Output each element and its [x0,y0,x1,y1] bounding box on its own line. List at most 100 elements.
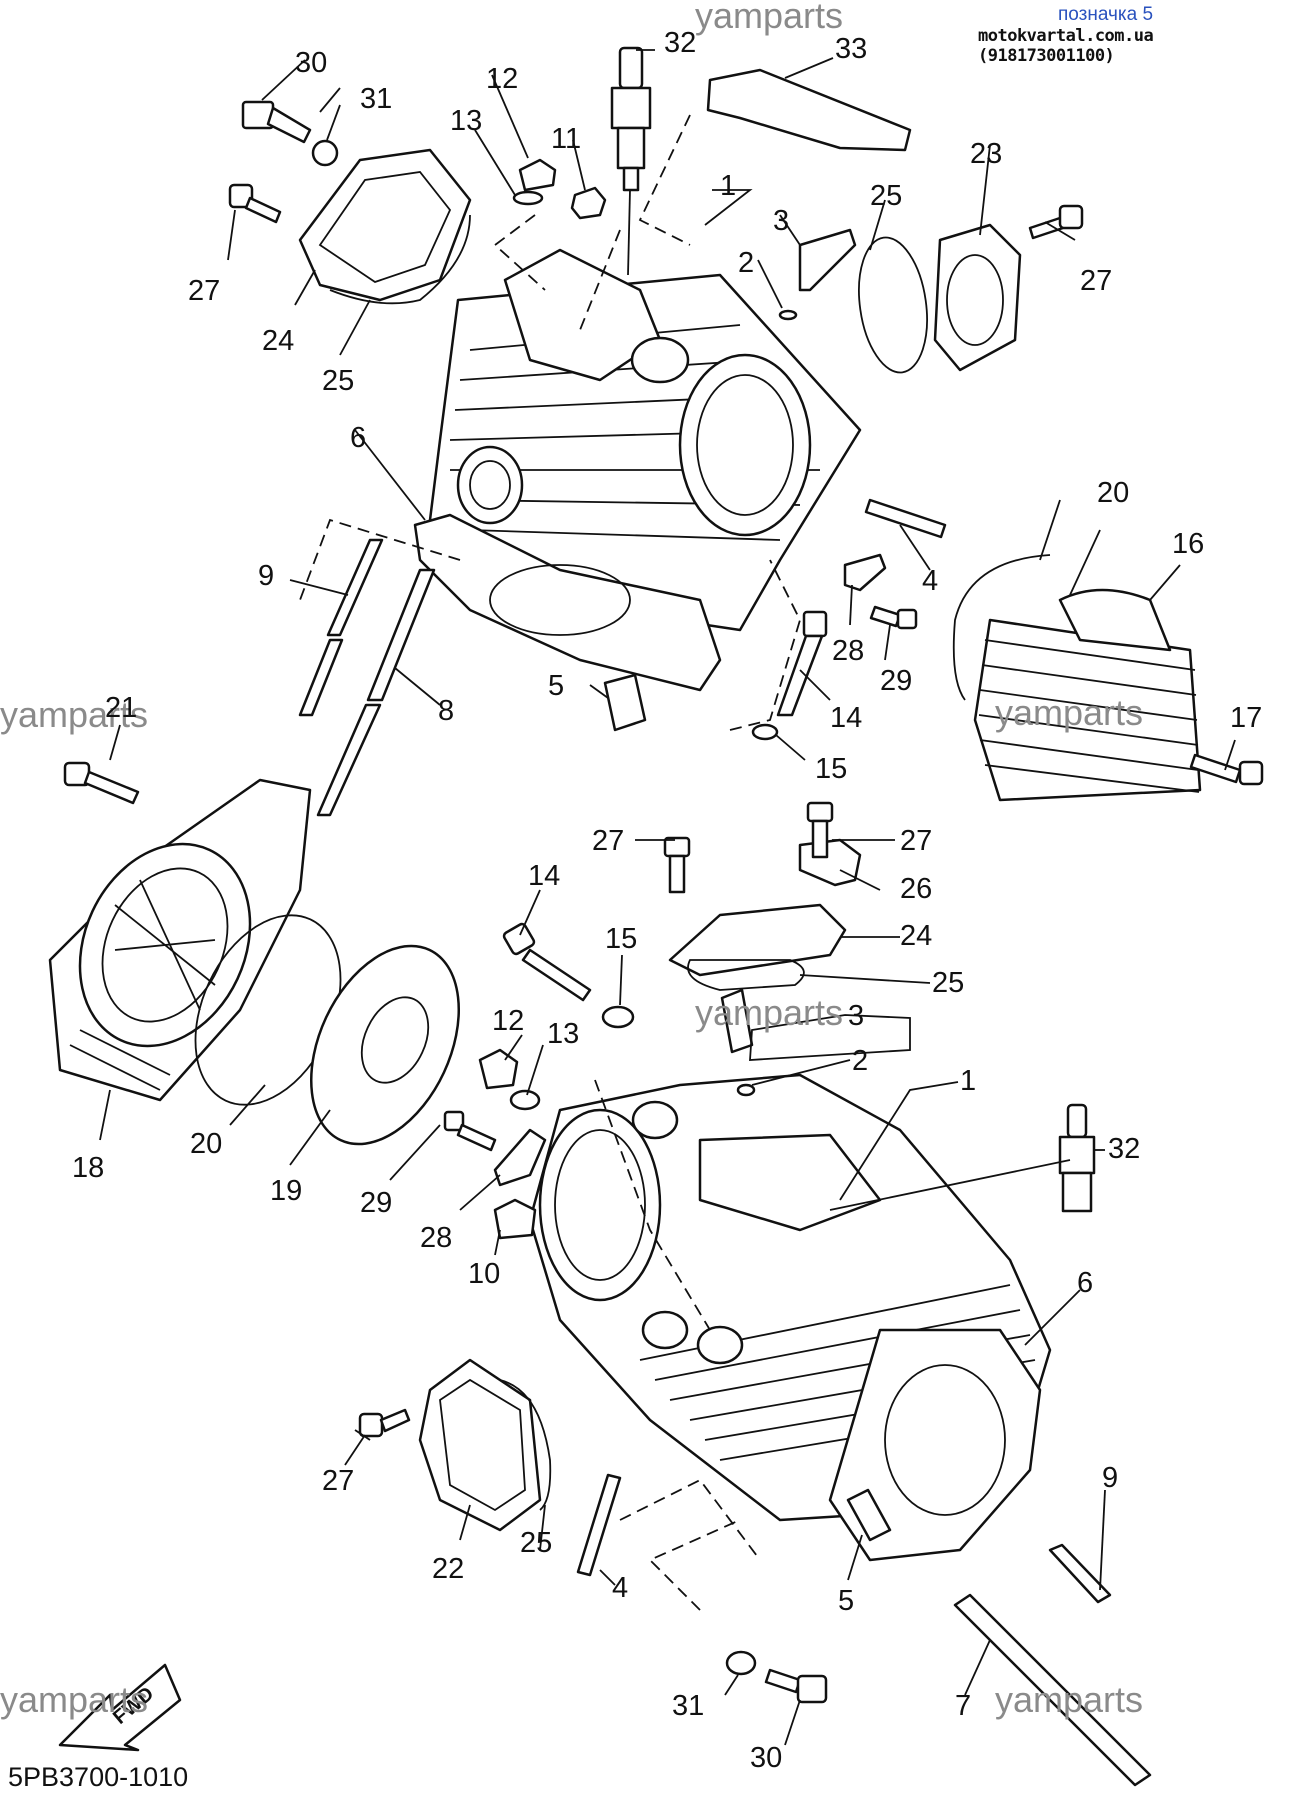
callout-10: 10 [468,1258,500,1290]
callout-14-top: 14 [830,702,862,734]
gasket-25-left [329,214,471,305]
callout-31-lower: 31 [672,1690,704,1722]
bolt-30-lower [764,1668,828,1704]
watermark-left: yamparts [0,694,148,735]
callout-26: 26 [900,873,932,905]
callout-24-lower: 24 [900,920,932,952]
header-site: motokvartal.com.ua (918173001100) [978,26,1154,66]
callout-31-top: 31 [360,83,392,115]
washer-31-top [311,139,339,167]
callout-9-lower: 9 [1102,1462,1118,1494]
bolt-29-lower [443,1110,497,1152]
plate-19 [309,944,461,1146]
callout-13-top: 13 [450,105,482,137]
stud-8-upper [316,568,436,817]
bracket-28-top [843,553,887,592]
bolt-30-top [241,100,312,144]
clip-2-top [778,309,798,321]
valve-guide-lower [720,988,754,1054]
callout-5-top: 5 [548,670,564,702]
washer-13-lower [509,1089,541,1111]
stud-4-top [864,498,947,539]
bolt-21 [63,761,140,805]
callout-2-lower: 2 [852,1045,868,1077]
callout-numbers: 30 31 27 24 25 12 13 11 32 33 1 3 2 25 2… [72,27,1262,1774]
callout-29-lower: 29 [360,1187,392,1219]
callout-4-top: 4 [922,565,938,597]
screw-27-lower-a [663,836,691,894]
screw-27-top-right [1028,204,1084,240]
bolt-17 [1189,753,1264,786]
heat-shield [706,68,912,152]
callout-4-lower: 4 [612,1572,628,1604]
callout-20-lower: 20 [190,1128,222,1160]
washer-15-lower [601,1005,635,1029]
gasket-bore [489,564,631,636]
washer-31-lower [725,1650,757,1676]
callout-25-top-right: 25 [870,180,902,212]
callout-6-top: 6 [350,422,366,454]
cover-18 [48,778,312,1102]
callout-14-lower: 14 [528,860,560,892]
clip-26 [798,838,862,887]
callout-17: 17 [1230,702,1262,734]
callout-1-lower: 1 [960,1065,976,1097]
clip-2-lower [736,1083,756,1097]
screw-27-lower-b [806,801,834,859]
rear-cylinder-head [428,248,862,632]
callout-25-lower-left: 25 [520,1527,552,1559]
cylinder-16 [973,588,1202,802]
screw-27-lower-left [358,1408,411,1438]
callout-8: 8 [438,695,454,727]
callout-30-top: 30 [295,47,327,79]
callout-32-top: 32 [664,27,696,59]
leader-lines [99,49,1236,1746]
callout-21: 21 [105,692,137,724]
washer-13-top [512,190,544,206]
o-ring-20-upper [952,554,1051,701]
callout-30-lower: 30 [750,1742,782,1774]
callout-3-top: 3 [773,205,789,237]
callout-27-top-right: 27 [1080,265,1112,297]
rear-head-gasket [413,513,722,692]
callout-25-lower: 25 [932,967,964,999]
stud-7 [953,1593,1152,1787]
stud-9-lower [1048,1543,1112,1604]
cover-22 [418,1358,542,1532]
diagram-code: 5PB3700-1010 [8,1762,189,1792]
callout-18: 18 [72,1152,104,1184]
bolt-14-upper [776,610,828,717]
nut-11 [570,186,607,220]
spark-plug-top [610,46,652,192]
bracket-28-lower [493,1128,547,1187]
stud-9-upper [298,538,384,717]
watermark-bottom-right: yamparts [995,1679,1143,1720]
callout-19: 19 [270,1175,302,1207]
callout-5-lower: 5 [838,1585,854,1617]
dowel-5-lower [846,1488,892,1542]
gasket-25-right [858,236,928,374]
callout-16: 16 [1172,528,1204,560]
screw-27-top-left [228,183,282,224]
valve-cover-24-lower [668,903,847,977]
callout-15-lower: 15 [605,923,637,955]
callout-7: 7 [955,1690,971,1722]
gasket-25-lower [687,959,805,991]
valve-guide-top [798,228,857,292]
washer-15-upper [751,723,779,741]
callout-27-lower-a: 27 [592,825,624,857]
dowel-5-top [603,673,647,732]
watermark-bottom-left: yamparts [0,1679,148,1720]
callout-9-top: 9 [258,560,274,592]
valve-cover-left [298,148,472,302]
callout-11: 11 [551,123,581,155]
callout-2-top: 2 [738,247,754,279]
callout-13-lower: 13 [547,1018,579,1050]
callout-25-top-left: 25 [322,365,354,397]
callout-29-top: 29 [880,665,912,697]
callout-22: 22 [432,1553,464,1585]
header-title: позначка 5 [1058,4,1154,25]
cap-nut-12 [518,158,557,192]
watermark-center: yamparts [695,992,843,1033]
